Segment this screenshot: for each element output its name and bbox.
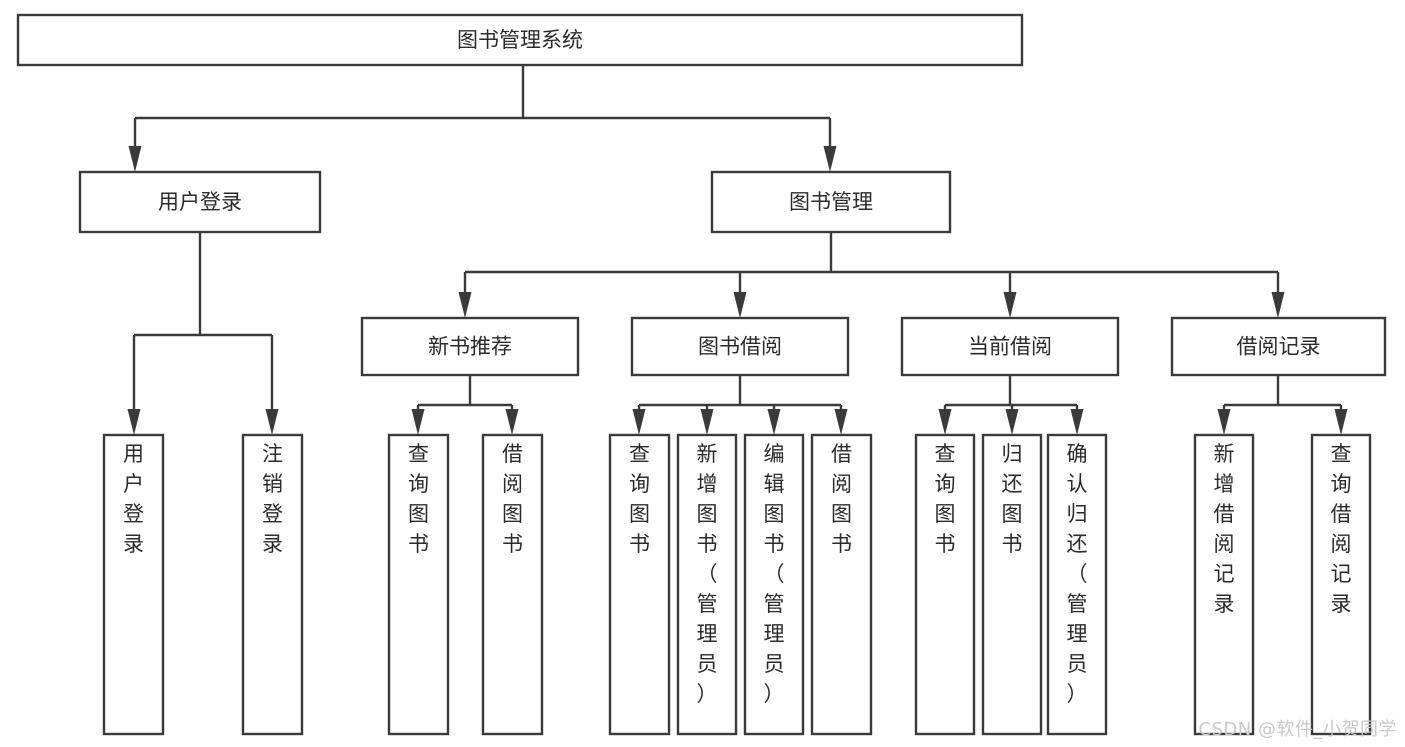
node-label: 借阅记录 — [1237, 335, 1321, 359]
node-box[interactable] — [810, 433, 873, 736]
node-box[interactable] — [102, 433, 165, 736]
node-leaf-add-record[interactable]: 新增借阅记录 — [1193, 433, 1255, 736]
node-book-borrow[interactable]: 图书借阅 — [630, 316, 850, 377]
node-box[interactable] — [1310, 433, 1372, 736]
node-label: 借阅图书 — [502, 442, 523, 556]
node-box[interactable] — [1046, 433, 1108, 736]
arrow-head-icon — [505, 409, 519, 435]
arrow-head-icon — [767, 409, 781, 435]
node-label: 借阅图书 — [831, 442, 852, 556]
node-box[interactable] — [78, 170, 322, 234]
node-label: 用户登录 — [123, 442, 144, 556]
arrow-head-icon — [411, 409, 425, 435]
node-label: 用户登录 — [158, 190, 242, 214]
node-label: 查询图书 — [408, 442, 429, 556]
node-borrow-record[interactable]: 借阅记录 — [1170, 316, 1387, 377]
arrow-head-icon — [1070, 409, 1084, 435]
node-box[interactable] — [710, 170, 952, 234]
node-box[interactable] — [360, 316, 580, 377]
node-leaf-add-book[interactable]: 新增图书（管理员） — [676, 433, 738, 736]
arrow-head-icon — [1005, 409, 1019, 435]
arrow-head-icon — [823, 146, 837, 172]
node-box[interactable] — [387, 433, 450, 736]
arrow-head-icon — [1217, 409, 1231, 435]
node-label: 新增图书（管理员） — [697, 442, 718, 706]
node-book-manage[interactable]: 图书管理 — [710, 170, 952, 234]
node-box[interactable] — [630, 316, 850, 377]
node-layer: 图书管理系统用户登录图书管理新书推荐图书借阅当前借阅借阅记录用户登录注销登录查询… — [16, 13, 1387, 736]
node-leaf-confirm-return[interactable]: 确认归还（管理员） — [1046, 433, 1108, 736]
arrow-head-icon — [1334, 409, 1348, 435]
arrow-head-icon — [128, 146, 142, 172]
node-label: 注销登录 — [262, 442, 283, 556]
node-leaf-borrow-book[interactable]: 借阅图书 — [810, 433, 873, 736]
arrow-head-icon — [1271, 292, 1285, 318]
node-label: 查询借阅记录 — [1331, 442, 1352, 616]
node-label: 查询图书 — [629, 442, 650, 556]
node-label: 新书推荐 — [428, 335, 512, 359]
node-leaf-query-record[interactable]: 查询借阅记录 — [1310, 433, 1372, 736]
node-box[interactable] — [914, 433, 976, 736]
arrow-head-icon — [733, 292, 747, 318]
node-leaf-borrow-book-rec[interactable]: 借阅图书 — [481, 433, 544, 736]
arrow-head-icon — [127, 409, 141, 435]
node-box[interactable] — [743, 433, 805, 736]
connector-layer — [127, 65, 1348, 435]
node-leaf-user-logout[interactable]: 注销登录 — [241, 433, 304, 736]
node-label: 当前借阅 — [968, 335, 1052, 359]
node-current-borrow[interactable]: 当前借阅 — [900, 316, 1120, 377]
node-leaf-query-book[interactable]: 查询图书 — [608, 433, 671, 736]
arrow-head-icon — [265, 409, 279, 435]
node-box[interactable] — [241, 433, 304, 736]
node-box[interactable] — [16, 13, 1024, 67]
arrow-head-icon — [700, 409, 714, 435]
node-box[interactable] — [608, 433, 671, 736]
arrow-head-icon — [938, 409, 952, 435]
node-label: 新增借阅记录 — [1214, 442, 1235, 616]
node-box[interactable] — [481, 433, 544, 736]
node-new-book-rec[interactable]: 新书推荐 — [360, 316, 580, 377]
node-leaf-return-book[interactable]: 归还图书 — [981, 433, 1043, 736]
arrow-head-icon — [632, 409, 646, 435]
node-box[interactable] — [676, 433, 738, 736]
arrow-head-icon — [834, 409, 848, 435]
node-leaf-query-book-rec[interactable]: 查询图书 — [387, 433, 450, 736]
arrow-head-icon — [1003, 292, 1017, 318]
node-box[interactable] — [900, 316, 1120, 377]
node-label: 图书管理 — [789, 190, 873, 214]
node-label: 确认归还（管理员） — [1067, 442, 1088, 706]
node-leaf-edit-book[interactable]: 编辑图书（管理员） — [743, 433, 805, 736]
node-label: 图书借阅 — [698, 335, 782, 359]
node-label: 编辑图书（管理员） — [764, 442, 785, 706]
node-label: 图书管理系统 — [457, 28, 583, 52]
node-label: 查询图书 — [935, 442, 956, 556]
node-box[interactable] — [981, 433, 1043, 736]
node-leaf-user-login[interactable]: 用户登录 — [102, 433, 165, 736]
node-box[interactable] — [1170, 316, 1387, 377]
arrow-head-icon — [458, 292, 472, 318]
node-user-login[interactable]: 用户登录 — [78, 170, 322, 234]
node-root[interactable]: 图书管理系统 — [16, 13, 1024, 67]
node-leaf-query-book-cur[interactable]: 查询图书 — [914, 433, 976, 736]
node-box[interactable] — [1193, 433, 1255, 736]
node-label: 归还图书 — [1002, 442, 1023, 556]
